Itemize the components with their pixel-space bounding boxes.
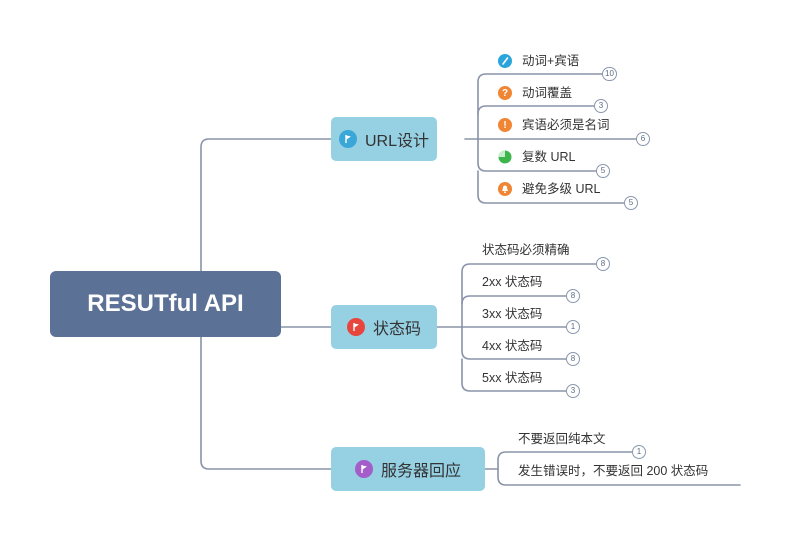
branch-url-design-label: URL设计 xyxy=(364,133,429,150)
branch-server-response-label: 服务器回应 xyxy=(380,463,461,480)
leaf-verb-object[interactable]: 动词+宾语 xyxy=(522,54,580,68)
count-badge: 3 xyxy=(594,99,608,113)
leaf-status-precise[interactable]: 状态码必须精确 xyxy=(482,243,570,257)
leaf-plural-url[interactable]: 复数 URL xyxy=(522,150,576,164)
branch-server-response[interactable]: 服务器回应 xyxy=(331,447,485,491)
root-topic-label: RESUTful API xyxy=(87,290,244,317)
count-badge: 8 xyxy=(596,257,610,271)
leaf-status-2xx[interactable]: 2xx 状态码 xyxy=(482,275,543,289)
leaf-no-200-on-error[interactable]: 发生错误时，不要返回 200 状态码 xyxy=(518,464,709,478)
leaf-status-3xx[interactable]: 3xx 状态码 xyxy=(482,307,543,321)
pencil-icon xyxy=(498,54,512,68)
exclamation-icon: ! xyxy=(498,118,512,132)
count-badge: 5 xyxy=(624,196,638,210)
count-badge: 3 xyxy=(566,384,580,398)
leaf-status-4xx[interactable]: 4xx 状态码 xyxy=(482,339,543,353)
leaf-no-plain-text[interactable]: 不要返回纯本文 xyxy=(518,432,606,446)
leaf-verb-override[interactable]: 动词覆盖 xyxy=(522,86,573,100)
count-badge: 8 xyxy=(566,352,580,366)
progress-icon xyxy=(498,150,512,164)
bell-icon xyxy=(498,182,512,196)
branch-status-code-label: 状态码 xyxy=(372,321,421,338)
flag-icon xyxy=(338,130,357,148)
branch-url-design[interactable]: URL设计 xyxy=(331,117,437,161)
root-topic[interactable]: RESUTful API xyxy=(50,271,281,337)
leaf-object-noun[interactable]: 宾语必须是名词 xyxy=(522,118,610,132)
leaf-avoid-nested-url[interactable]: 避免多级 URL xyxy=(522,182,601,196)
count-badge: 1 xyxy=(632,445,646,459)
count-badge: 6 xyxy=(636,132,650,146)
flag-icon xyxy=(354,460,373,478)
leaf-status-5xx[interactable]: 5xx 状态码 xyxy=(482,371,543,385)
count-badge: 5 xyxy=(596,164,610,178)
count-badge: 1 xyxy=(566,320,580,334)
question-icon: ? xyxy=(498,86,512,100)
count-badge: 8 xyxy=(566,289,580,303)
count-badge: 10 xyxy=(602,67,617,81)
flag-icon xyxy=(346,318,365,336)
branch-status-code[interactable]: 状态码 xyxy=(331,305,437,349)
